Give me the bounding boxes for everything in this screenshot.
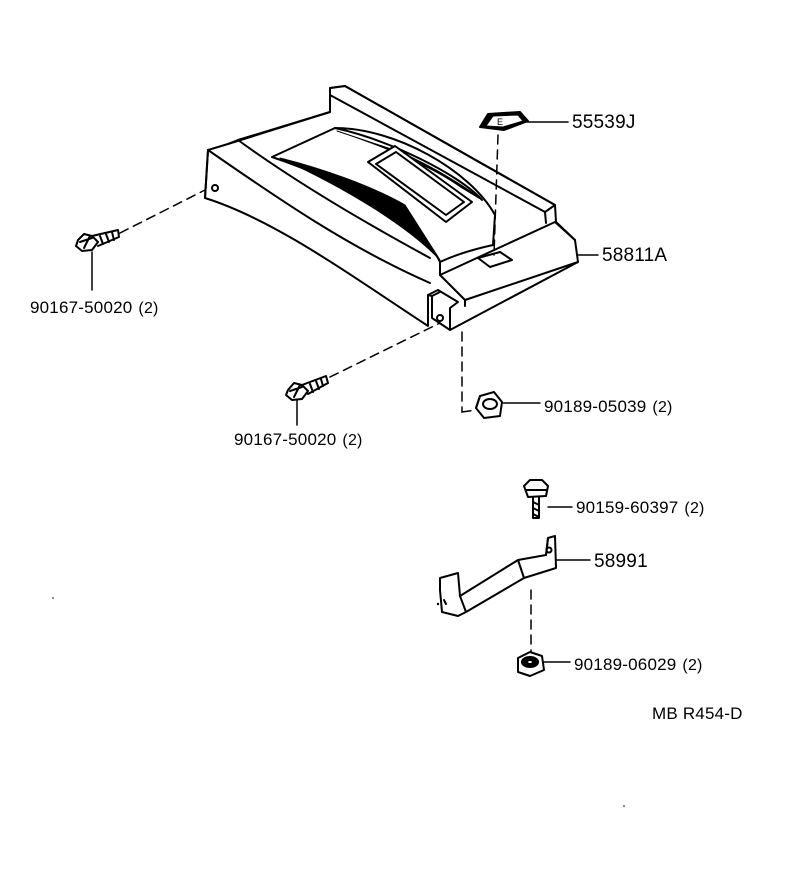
part-number: 90189-05039 xyxy=(544,397,647,416)
part-number: 58811A xyxy=(602,245,668,266)
part-label-90167-bottom: 90167-50020 (2) xyxy=(234,430,363,450)
diagram-reference-code: MB R454-D xyxy=(652,704,743,723)
part-qty: (2) xyxy=(682,657,703,674)
part-qty: (2) xyxy=(652,399,673,416)
assembly-dashed-lines xyxy=(119,134,532,653)
part-label-55539J: 55539J xyxy=(572,111,636,134)
part-label-90167-left: 90167-50020 (2) xyxy=(30,298,159,318)
svg-text:E: E xyxy=(497,117,503,127)
part-number: 55539J xyxy=(572,112,636,133)
screw-left-drawing xyxy=(75,229,120,252)
part-qty: (2) xyxy=(684,500,705,517)
part-number: 90159-60397 xyxy=(576,498,679,517)
console-cover-drawing xyxy=(204,85,579,331)
part-number: 90167-50020 xyxy=(234,430,337,449)
screw-bottom-drawing xyxy=(285,375,329,401)
part-qty: (2) xyxy=(138,300,159,317)
part-qty: (2) xyxy=(342,432,363,449)
part-label-58811A: 58811A xyxy=(602,244,667,267)
part-label-90189-06029: 90189-06029 (2) xyxy=(574,655,703,675)
part-label-90159-60397: 90159-60397 (2) xyxy=(576,498,705,518)
leader-lines xyxy=(91,121,599,663)
bracket-nut-drawing xyxy=(517,651,545,677)
bracket-screw-drawing xyxy=(523,479,549,519)
nut-clip-drawing xyxy=(475,391,503,419)
part-label-58991: 58991 xyxy=(594,550,648,573)
bracket-drawing xyxy=(439,535,557,617)
part-number: 90189-06029 xyxy=(574,655,677,674)
part-number: 58991 xyxy=(594,551,648,572)
emblem-plate-drawing: E xyxy=(479,111,529,131)
part-number: 90167-50020 xyxy=(30,298,133,317)
part-label-90189-05039: 90189-05039 (2) xyxy=(544,397,673,417)
